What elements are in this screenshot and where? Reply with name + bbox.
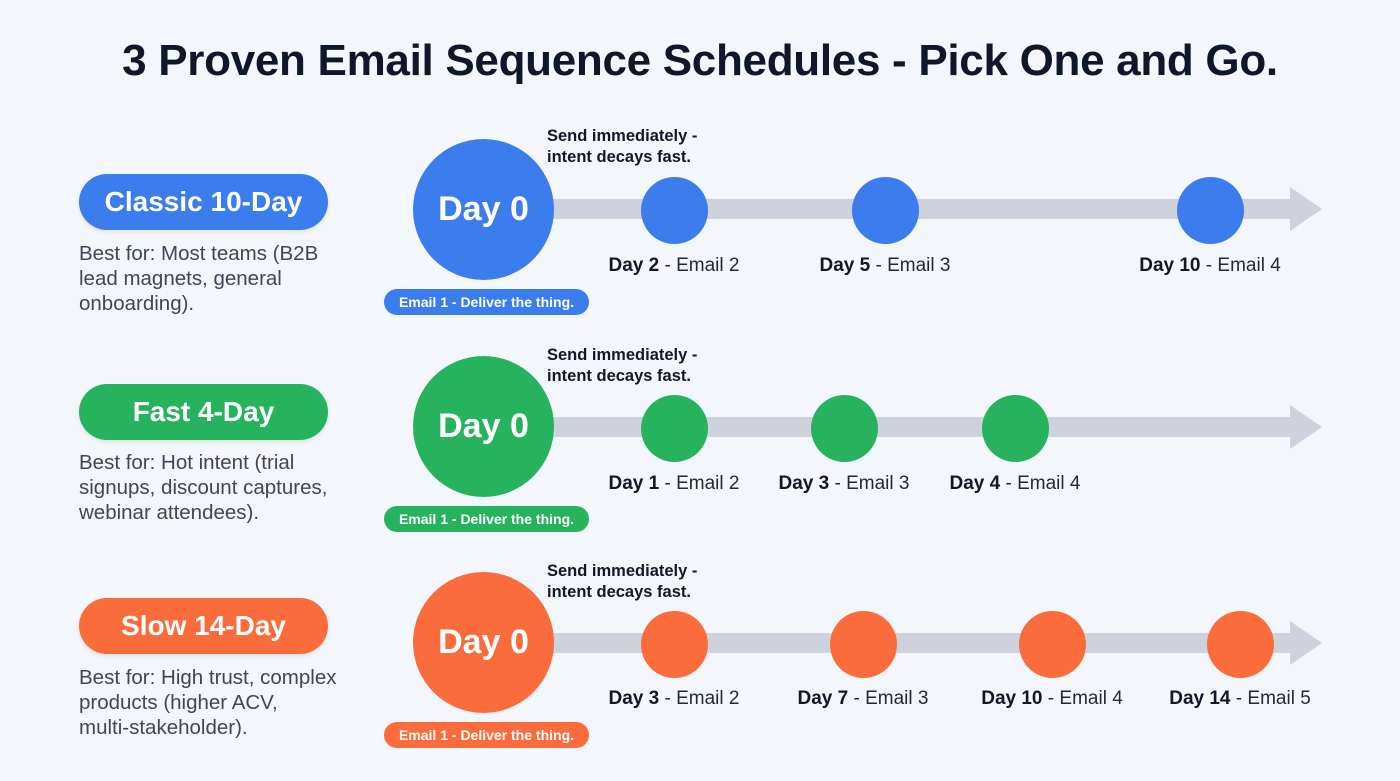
description-line: signups, discount captures, bbox=[79, 476, 328, 499]
description-line: lead magnets, general bbox=[79, 267, 282, 290]
schedule-name-badge: Classic 10-Day bbox=[79, 174, 328, 230]
milestone-label: Day 2 - Email 2 bbox=[608, 255, 740, 276]
day0-email-tag: Email 1 - Deliver the thing. bbox=[384, 506, 589, 532]
description-line: multi-stakeholder). bbox=[79, 716, 248, 739]
milestone-label: Day 14 - Email 5 bbox=[1169, 688, 1311, 709]
schedule-description: Best for: High trust, complex products (… bbox=[79, 665, 369, 740]
milestone-dot bbox=[852, 177, 919, 244]
milestone-dot bbox=[641, 177, 708, 244]
milestone-label: Day 10 - Email 4 bbox=[1139, 255, 1281, 276]
milestone-dot bbox=[1177, 177, 1244, 244]
note-line: intent decays fast. bbox=[547, 148, 691, 166]
day0-email-tag: Email 1 - Deliver the thing. bbox=[384, 289, 589, 315]
description-line: Best for: High trust, complex bbox=[79, 666, 337, 689]
day0-milestone: Day 0 bbox=[413, 139, 554, 280]
note-line: intent decays fast. bbox=[547, 367, 691, 385]
milestone-label: Day 1 - Email 2 bbox=[608, 473, 740, 494]
description-line: Best for: Most teams (B2B bbox=[79, 242, 319, 265]
note-line: intent decays fast. bbox=[547, 583, 691, 601]
description-line: onboarding). bbox=[79, 292, 195, 315]
arrow-right-icon bbox=[1290, 405, 1322, 449]
schedule-description: Best for: Hot intent (trial signups, dis… bbox=[79, 450, 369, 525]
note-line: Send immediately - bbox=[547, 127, 698, 145]
milestone-label: Day 3 - Email 2 bbox=[608, 688, 740, 709]
day0-milestone: Day 0 bbox=[413, 356, 554, 497]
arrow-right-icon bbox=[1290, 621, 1322, 665]
schedule-name-badge: Slow 14-Day bbox=[79, 598, 328, 654]
note-line: Send immediately - bbox=[547, 562, 698, 580]
milestone-dot bbox=[641, 611, 708, 678]
milestone-label: Day 3 - Email 3 bbox=[778, 473, 910, 494]
schedule-name-badge: Fast 4-Day bbox=[79, 384, 328, 440]
day0-milestone: Day 0 bbox=[413, 572, 554, 713]
day0-note: Send immediately - intent decays fast. bbox=[547, 345, 697, 387]
schedule-description: Best for: Most teams (B2B lead magnets, … bbox=[79, 241, 369, 316]
note-line: Send immediately - bbox=[547, 346, 698, 364]
milestone-label: Day 10 - Email 4 bbox=[981, 688, 1123, 709]
timeline-bar bbox=[540, 633, 1292, 653]
milestone-label: Day 4 - Email 4 bbox=[949, 473, 1081, 494]
description-line: webinar attendees). bbox=[79, 501, 260, 524]
day0-note: Send immediately - intent decays fast. bbox=[547, 126, 697, 168]
milestone-label: Day 5 - Email 3 bbox=[819, 255, 951, 276]
milestone-dot bbox=[1019, 611, 1086, 678]
page-title: 3 Proven Email Sequence Schedules - Pick… bbox=[122, 36, 1278, 85]
day0-email-tag: Email 1 - Deliver the thing. bbox=[384, 722, 589, 748]
timeline-bar bbox=[540, 417, 1292, 437]
arrow-right-icon bbox=[1290, 187, 1322, 231]
milestone-label: Day 7 - Email 3 bbox=[797, 688, 929, 709]
day0-note: Send immediately - intent decays fast. bbox=[547, 561, 697, 603]
milestone-dot bbox=[982, 395, 1049, 462]
milestone-dot bbox=[1207, 611, 1274, 678]
description-line: products (higher ACV, bbox=[79, 691, 278, 714]
milestone-dot bbox=[641, 395, 708, 462]
description-line: Best for: Hot intent (trial bbox=[79, 451, 295, 474]
milestone-dot bbox=[811, 395, 878, 462]
milestone-dot bbox=[830, 611, 897, 678]
